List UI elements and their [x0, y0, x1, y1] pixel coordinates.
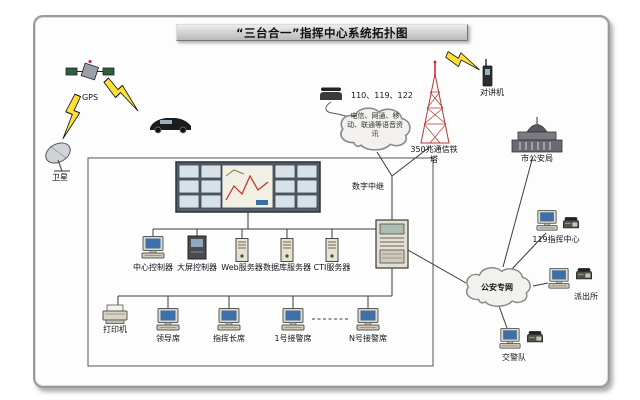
label-cti-server: CTI服务器: [313, 263, 351, 272]
label-police-station: 派出所: [574, 292, 598, 301]
label-radio-tower: 350兆通信铁塔: [410, 145, 458, 164]
label-dispatch-seat-1: 1号接警席: [274, 334, 312, 343]
label-city-police-hq: 市公安局: [521, 154, 553, 163]
label-wall-controller: 大屏控制器: [177, 263, 217, 272]
fire-command-workstation-icon: [536, 210, 558, 231]
police-station-workstation-icon: [548, 268, 570, 289]
satellite-dish-icon: [45, 142, 71, 172]
lightning-icon: [103, 77, 139, 112]
printer-icon: [102, 304, 128, 324]
traffic-police-workstation-icon: [499, 328, 521, 349]
server-cabinet-icon: [375, 219, 409, 269]
label-traffic-police: 交警队: [502, 353, 526, 362]
diagram-frame: [33, 15, 610, 388]
command-center-box: [87, 157, 434, 367]
wall-controller-icon: [187, 235, 207, 260]
commander-seat-icon: [217, 308, 241, 331]
police-station-phone-icon: [575, 267, 593, 280]
label-gps: GPS: [81, 93, 99, 102]
cti-server-icon: [325, 238, 339, 262]
leader-seat-icon: [156, 308, 180, 331]
database-server-icon: [280, 238, 294, 262]
label-printer: 打印机: [103, 325, 127, 334]
lightning-icon: [445, 51, 480, 71]
label-police-network: 公安专网: [481, 283, 513, 292]
center-controller-icon: [141, 236, 165, 259]
label-web-server: Web服务器: [221, 263, 263, 272]
label-hotlines: 110、119、122: [351, 91, 413, 100]
diagram-title-bar: “三台合一”指挥中心系统拓扑图: [176, 24, 468, 41]
label-digital-trunk: 数字中继: [352, 182, 384, 191]
label-walkie-talkie: 对讲机: [480, 88, 504, 97]
police-hq-icon: [511, 117, 563, 153]
connection-lines: [117, 145, 549, 329]
dispatch-seat-1-icon: [281, 308, 305, 331]
dispatch-seat-n-icon: [356, 308, 380, 331]
label-leader-seat: 领导席: [156, 334, 180, 343]
walkie-talkie-icon: [482, 59, 493, 87]
car-icon: [150, 118, 191, 134]
label-telecom-cloud: 电信、网通、移动、联通等语音资讯: [347, 112, 403, 138]
label-dispatch-seat-n: N号接警席: [349, 334, 387, 343]
lightning-bolts: [62, 51, 480, 140]
label-commander-seat: 指挥长席: [213, 334, 245, 343]
radio-tower-icon: [420, 60, 450, 144]
gps-satellite-icon: [65, 60, 115, 81]
label-satellite: 卫星: [52, 173, 68, 182]
video-wall: [175, 161, 321, 213]
lightning-icon: [62, 93, 81, 140]
label-fire-command-center: 119指挥中心: [532, 235, 580, 244]
diagram-title: “三台合一”指挥中心系统拓扑图: [235, 25, 409, 40]
fire-command-phone-icon: [562, 216, 580, 229]
web-server-icon: [235, 238, 249, 262]
traffic-police-phone-icon: [526, 330, 544, 343]
label-database-server: 数据库服务器: [263, 263, 311, 272]
label-center-controller: 中心控制器: [133, 263, 173, 272]
